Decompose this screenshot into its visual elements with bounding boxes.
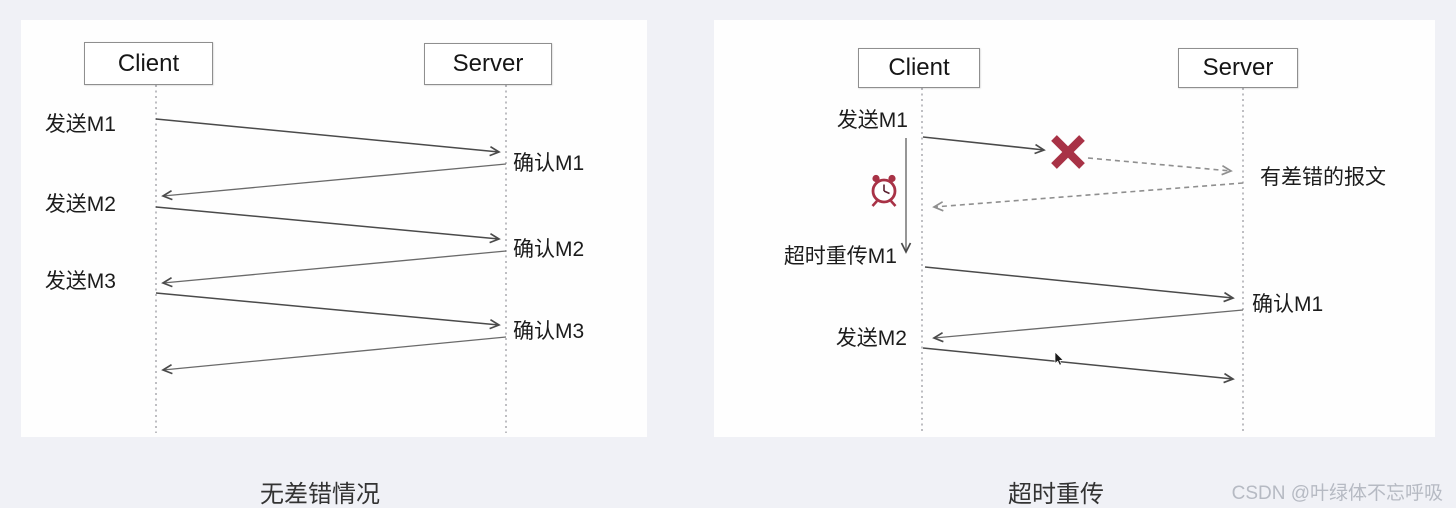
alarm-clock-icon xyxy=(871,174,897,207)
client-actor-box: Client xyxy=(858,48,980,88)
send-m1-label: 发送M1 xyxy=(836,109,908,132)
ack-m1-label: 确认M1 xyxy=(1252,293,1324,316)
discard-dashed-arrow xyxy=(932,182,1244,212)
error-packet-label: 有差错的报文 xyxy=(1260,166,1386,189)
right-diagram-caption: 超时重传 xyxy=(1008,481,1104,508)
no-error-diagram-canvas xyxy=(155,85,507,433)
send-m1-label: 发送M1 xyxy=(44,113,116,136)
send-m2-label: 发送M2 xyxy=(44,193,116,216)
timeout-retransmit-label: 超时重传M1 xyxy=(783,245,897,268)
send-m3-label: 发送M3 xyxy=(44,270,116,293)
ack-m3-arrow xyxy=(161,336,507,375)
send-m2-arrow xyxy=(155,206,501,244)
send-m2-label: 发送M2 xyxy=(835,327,907,350)
timeout-retransmit-diagram-panel: Client Server 发送M1 有差错的报文 超时重传M1 确认M1 发送… xyxy=(714,20,1435,437)
send-m3-arrow xyxy=(155,292,501,330)
server-actor-box: Server xyxy=(424,43,552,85)
ack-m1-arrow xyxy=(932,309,1244,343)
error-packet-dashed-arrow xyxy=(1087,157,1233,176)
server-actor-box: Server xyxy=(1178,48,1298,88)
left-diagram-caption: 无差错情况 xyxy=(260,481,380,508)
retransmit-m1-arrow xyxy=(924,266,1235,303)
send-m2-arrow xyxy=(922,347,1235,384)
send-m1-arrow xyxy=(155,118,501,157)
mouse-cursor-icon xyxy=(1054,351,1064,366)
ack-m1-label: 确认M1 xyxy=(513,152,585,175)
csdn-watermark: CSDN @叶绿体不忘呼吸 xyxy=(1231,483,1443,504)
timeout-retransmit-canvas xyxy=(871,88,1244,432)
ack-m1-arrow xyxy=(161,163,507,201)
ack-m2-label: 确认M2 xyxy=(513,238,585,261)
client-actor-box: Client xyxy=(84,42,213,85)
no-error-diagram-panel: Client Server 发送M1 发送M2 发送M3 确认M1 确认M2 确… xyxy=(21,20,647,437)
send-m1-arrow xyxy=(922,136,1046,155)
ack-m3-label: 确认M3 xyxy=(513,320,585,343)
ack-m2-arrow xyxy=(161,250,507,288)
error-cross-icon xyxy=(1051,135,1085,169)
